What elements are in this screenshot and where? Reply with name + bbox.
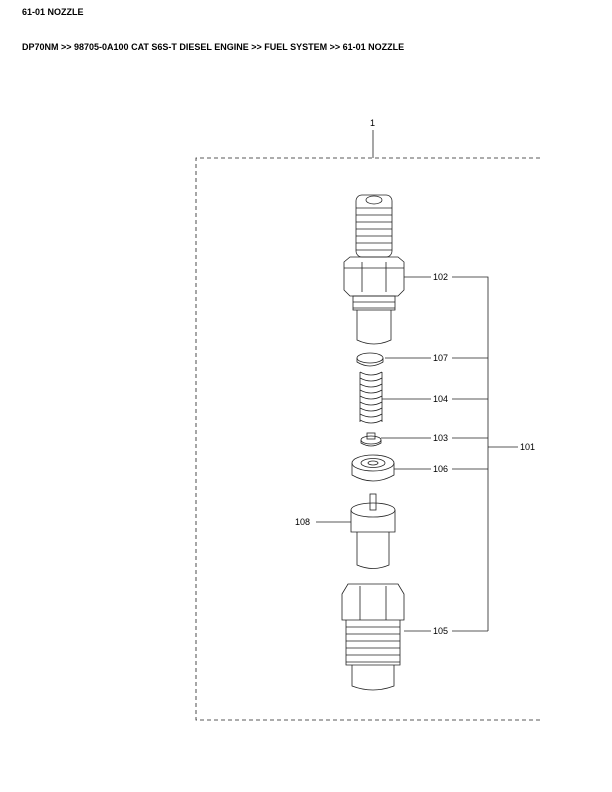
callout-leaders bbox=[316, 276, 518, 632]
page-title: 61-01 NOZZLE bbox=[22, 7, 84, 17]
spring-seat-103 bbox=[360, 432, 382, 447]
callout-105: 105 bbox=[433, 626, 448, 636]
callout-108: 108 bbox=[295, 517, 310, 527]
retaining-nut-105 bbox=[341, 583, 405, 691]
spacer-106 bbox=[351, 454, 395, 482]
callout-101: 101 bbox=[520, 442, 535, 452]
nozzle-tip-108 bbox=[350, 493, 396, 569]
assembly-label: 1 bbox=[370, 118, 375, 128]
nozzle-holder-102 bbox=[343, 194, 405, 345]
assembly-boundary bbox=[195, 157, 540, 721]
callout-106: 106 bbox=[433, 464, 448, 474]
thread-lines bbox=[356, 207, 392, 251]
callout-102: 102 bbox=[433, 272, 448, 282]
shim-107 bbox=[356, 352, 384, 367]
breadcrumb: DP70NM >> 98705-0A100 CAT S6S-T DIESEL E… bbox=[22, 42, 405, 52]
callout-103: 103 bbox=[433, 433, 448, 443]
callout-107: 107 bbox=[433, 353, 448, 363]
spring-104 bbox=[359, 371, 383, 424]
callout-104: 104 bbox=[433, 394, 448, 404]
